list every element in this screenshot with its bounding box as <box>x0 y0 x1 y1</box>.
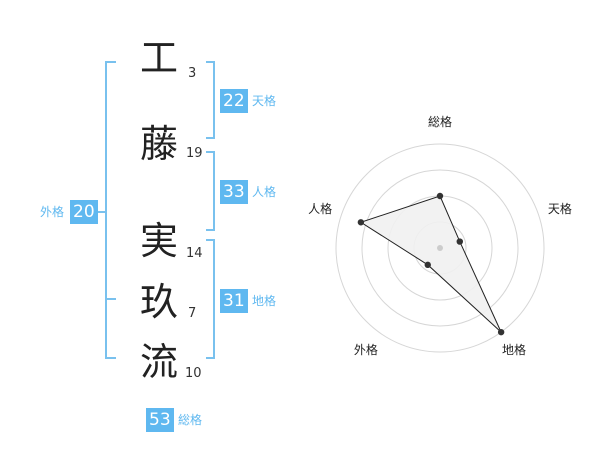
radar-polygon <box>359 195 502 333</box>
stroke-count-3: 14 <box>186 246 203 261</box>
radar-chart: 総格 天格 地格 外格 人格 <box>308 114 572 357</box>
soukaku-label: 総格 <box>178 413 203 427</box>
soukaku-value-badge: 53 <box>146 408 174 432</box>
gaikaku-label: 外格 <box>40 205 65 219</box>
axis-label-soukaku: 総格 <box>428 114 452 129</box>
stroke-count-1: 3 <box>188 66 197 81</box>
radar-ring-4 <box>335 143 545 353</box>
jinkaku-value-badge: 33 <box>220 180 248 204</box>
stroke-count-4: 7 <box>188 306 197 321</box>
gaikaku-value-badge: 20 <box>70 200 98 224</box>
stroke-count-5: 10 <box>185 366 202 381</box>
radar-point-1 <box>456 238 463 245</box>
chikaku-label: 地格 <box>252 294 277 308</box>
name-char-4: 玖 <box>139 280 178 324</box>
jinkaku-label: 人格 <box>252 185 277 199</box>
radar-point-4 <box>357 219 365 226</box>
axis-label-chikaku: 地格 <box>502 342 526 357</box>
radar-point-2 <box>497 328 505 336</box>
axis-label-jinkaku: 人格 <box>308 201 332 216</box>
radar-point-0 <box>436 192 444 200</box>
axis-label-tenkaku: 天格 <box>548 201 572 216</box>
gaikaku-bracket <box>105 61 116 359</box>
name-char-3: 実 <box>139 219 178 263</box>
name-char-5: 流 <box>139 340 178 384</box>
jinkaku-bracket <box>206 151 215 231</box>
radar-center <box>437 245 443 251</box>
chikaku-bracket <box>206 239 215 359</box>
radar-ring-3 <box>361 169 519 327</box>
name-char-1: 工 <box>139 36 178 80</box>
tenkaku-value-badge: 22 <box>220 89 248 113</box>
radar-point-3 <box>424 261 431 269</box>
tenkaku-bracket <box>206 61 215 139</box>
name-char-2: 藤 <box>139 122 178 166</box>
tenkaku-label: 天格 <box>252 94 277 108</box>
chikaku-value-badge: 31 <box>220 289 248 313</box>
stroke-count-2: 19 <box>186 146 203 161</box>
axis-label-gaikaku: 外格 <box>354 342 378 357</box>
